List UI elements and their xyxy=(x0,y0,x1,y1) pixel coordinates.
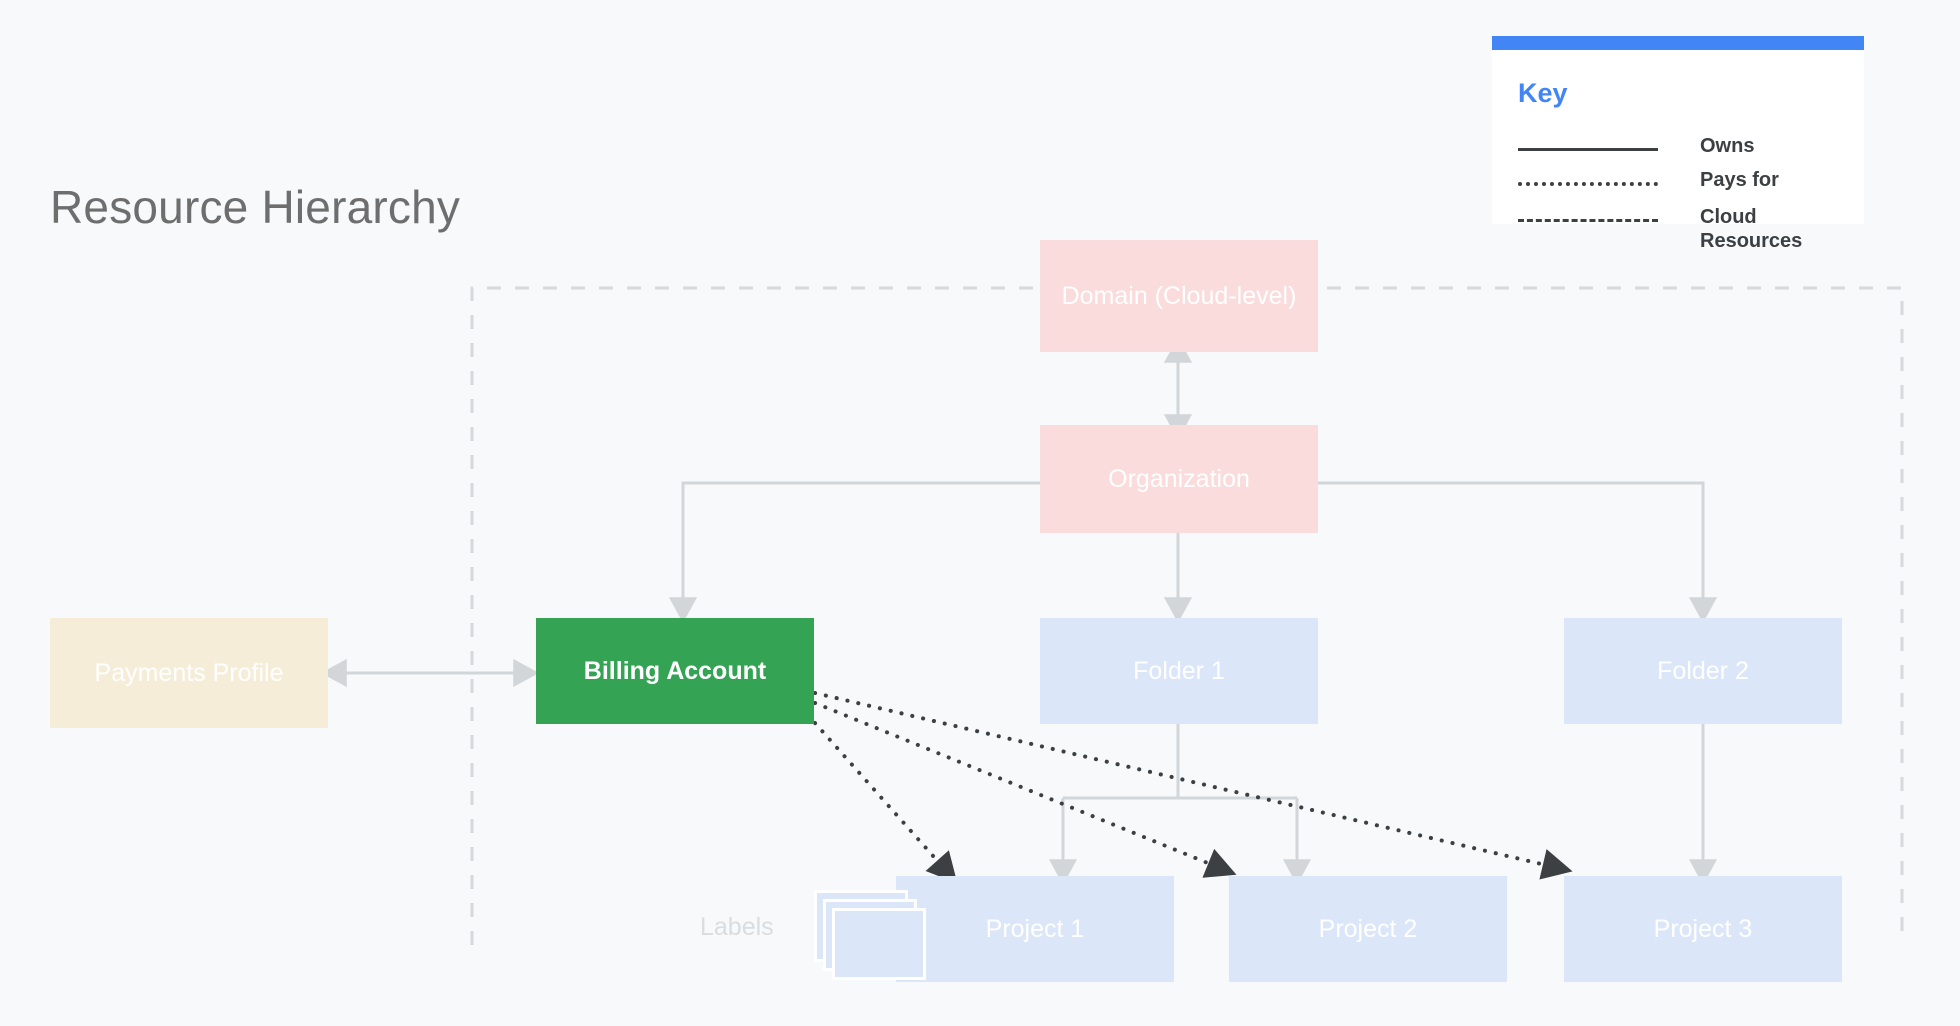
edge-billing-account-project2-paysfor xyxy=(813,701,1237,878)
dashed-line-icon xyxy=(1518,211,1658,231)
node-domain-label: Domain (Cloud-level) xyxy=(1061,282,1297,310)
node-project3-label: Project 3 xyxy=(1653,915,1753,943)
label-card-stack[interactable] xyxy=(814,890,932,986)
labels-caption: Labels xyxy=(700,913,774,941)
node-folder2[interactable]: Folder 2 xyxy=(1564,618,1842,724)
node-folder1[interactable]: Folder 1 xyxy=(1040,618,1318,724)
edge-organization-folder2 xyxy=(1318,481,1718,624)
key-title: Key xyxy=(1518,78,1568,108)
node-folder2-label: Folder 2 xyxy=(1657,657,1749,685)
label-card-front xyxy=(832,908,926,980)
key-row-pays-for: Pays for xyxy=(1518,169,1848,194)
node-domain[interactable]: Domain (Cloud-level) xyxy=(1040,240,1318,352)
edge-folder1-branch xyxy=(1063,724,1297,800)
node-project3[interactable]: Project 3 xyxy=(1564,876,1842,982)
cloud-resources-boundary xyxy=(470,286,1904,945)
key-legend: Key Owns Pays for Cloud Resources xyxy=(1492,36,1864,252)
node-payments-profile-label: Payments Profile xyxy=(94,659,284,687)
node-billing-account-label: Billing Account xyxy=(583,657,767,685)
key-label-pays-for: Pays for xyxy=(1700,169,1779,191)
edge-billing-account-project1-paysfor xyxy=(813,721,958,884)
key-accent-bar xyxy=(1492,36,1864,50)
key-row-owns: Owns xyxy=(1518,135,1848,160)
node-project2-label: Project 2 xyxy=(1318,915,1418,943)
node-payments-profile[interactable]: Payments Profile xyxy=(50,618,328,728)
key-label-cloud-resources: Cloud Resources xyxy=(1700,206,1803,252)
node-organization[interactable]: Organization xyxy=(1040,425,1318,533)
key-label-owns: Owns xyxy=(1700,135,1755,157)
edge-organization-billing-account xyxy=(668,481,1040,624)
solid-line-icon xyxy=(1518,140,1658,160)
node-project2[interactable]: Project 2 xyxy=(1229,876,1507,982)
dotted-line-icon xyxy=(1518,174,1658,194)
key-row-cloud-resources: Cloud Resources xyxy=(1518,206,1848,253)
node-billing-account[interactable]: Billing Account xyxy=(536,618,814,724)
node-organization-label: Organization xyxy=(1108,465,1250,493)
page-title: Resource Hierarchy xyxy=(50,181,461,233)
node-project1-label: Project 1 xyxy=(985,915,1085,943)
node-project1[interactable]: Project 1 xyxy=(896,876,1174,982)
node-folder1-label: Folder 1 xyxy=(1133,657,1225,685)
